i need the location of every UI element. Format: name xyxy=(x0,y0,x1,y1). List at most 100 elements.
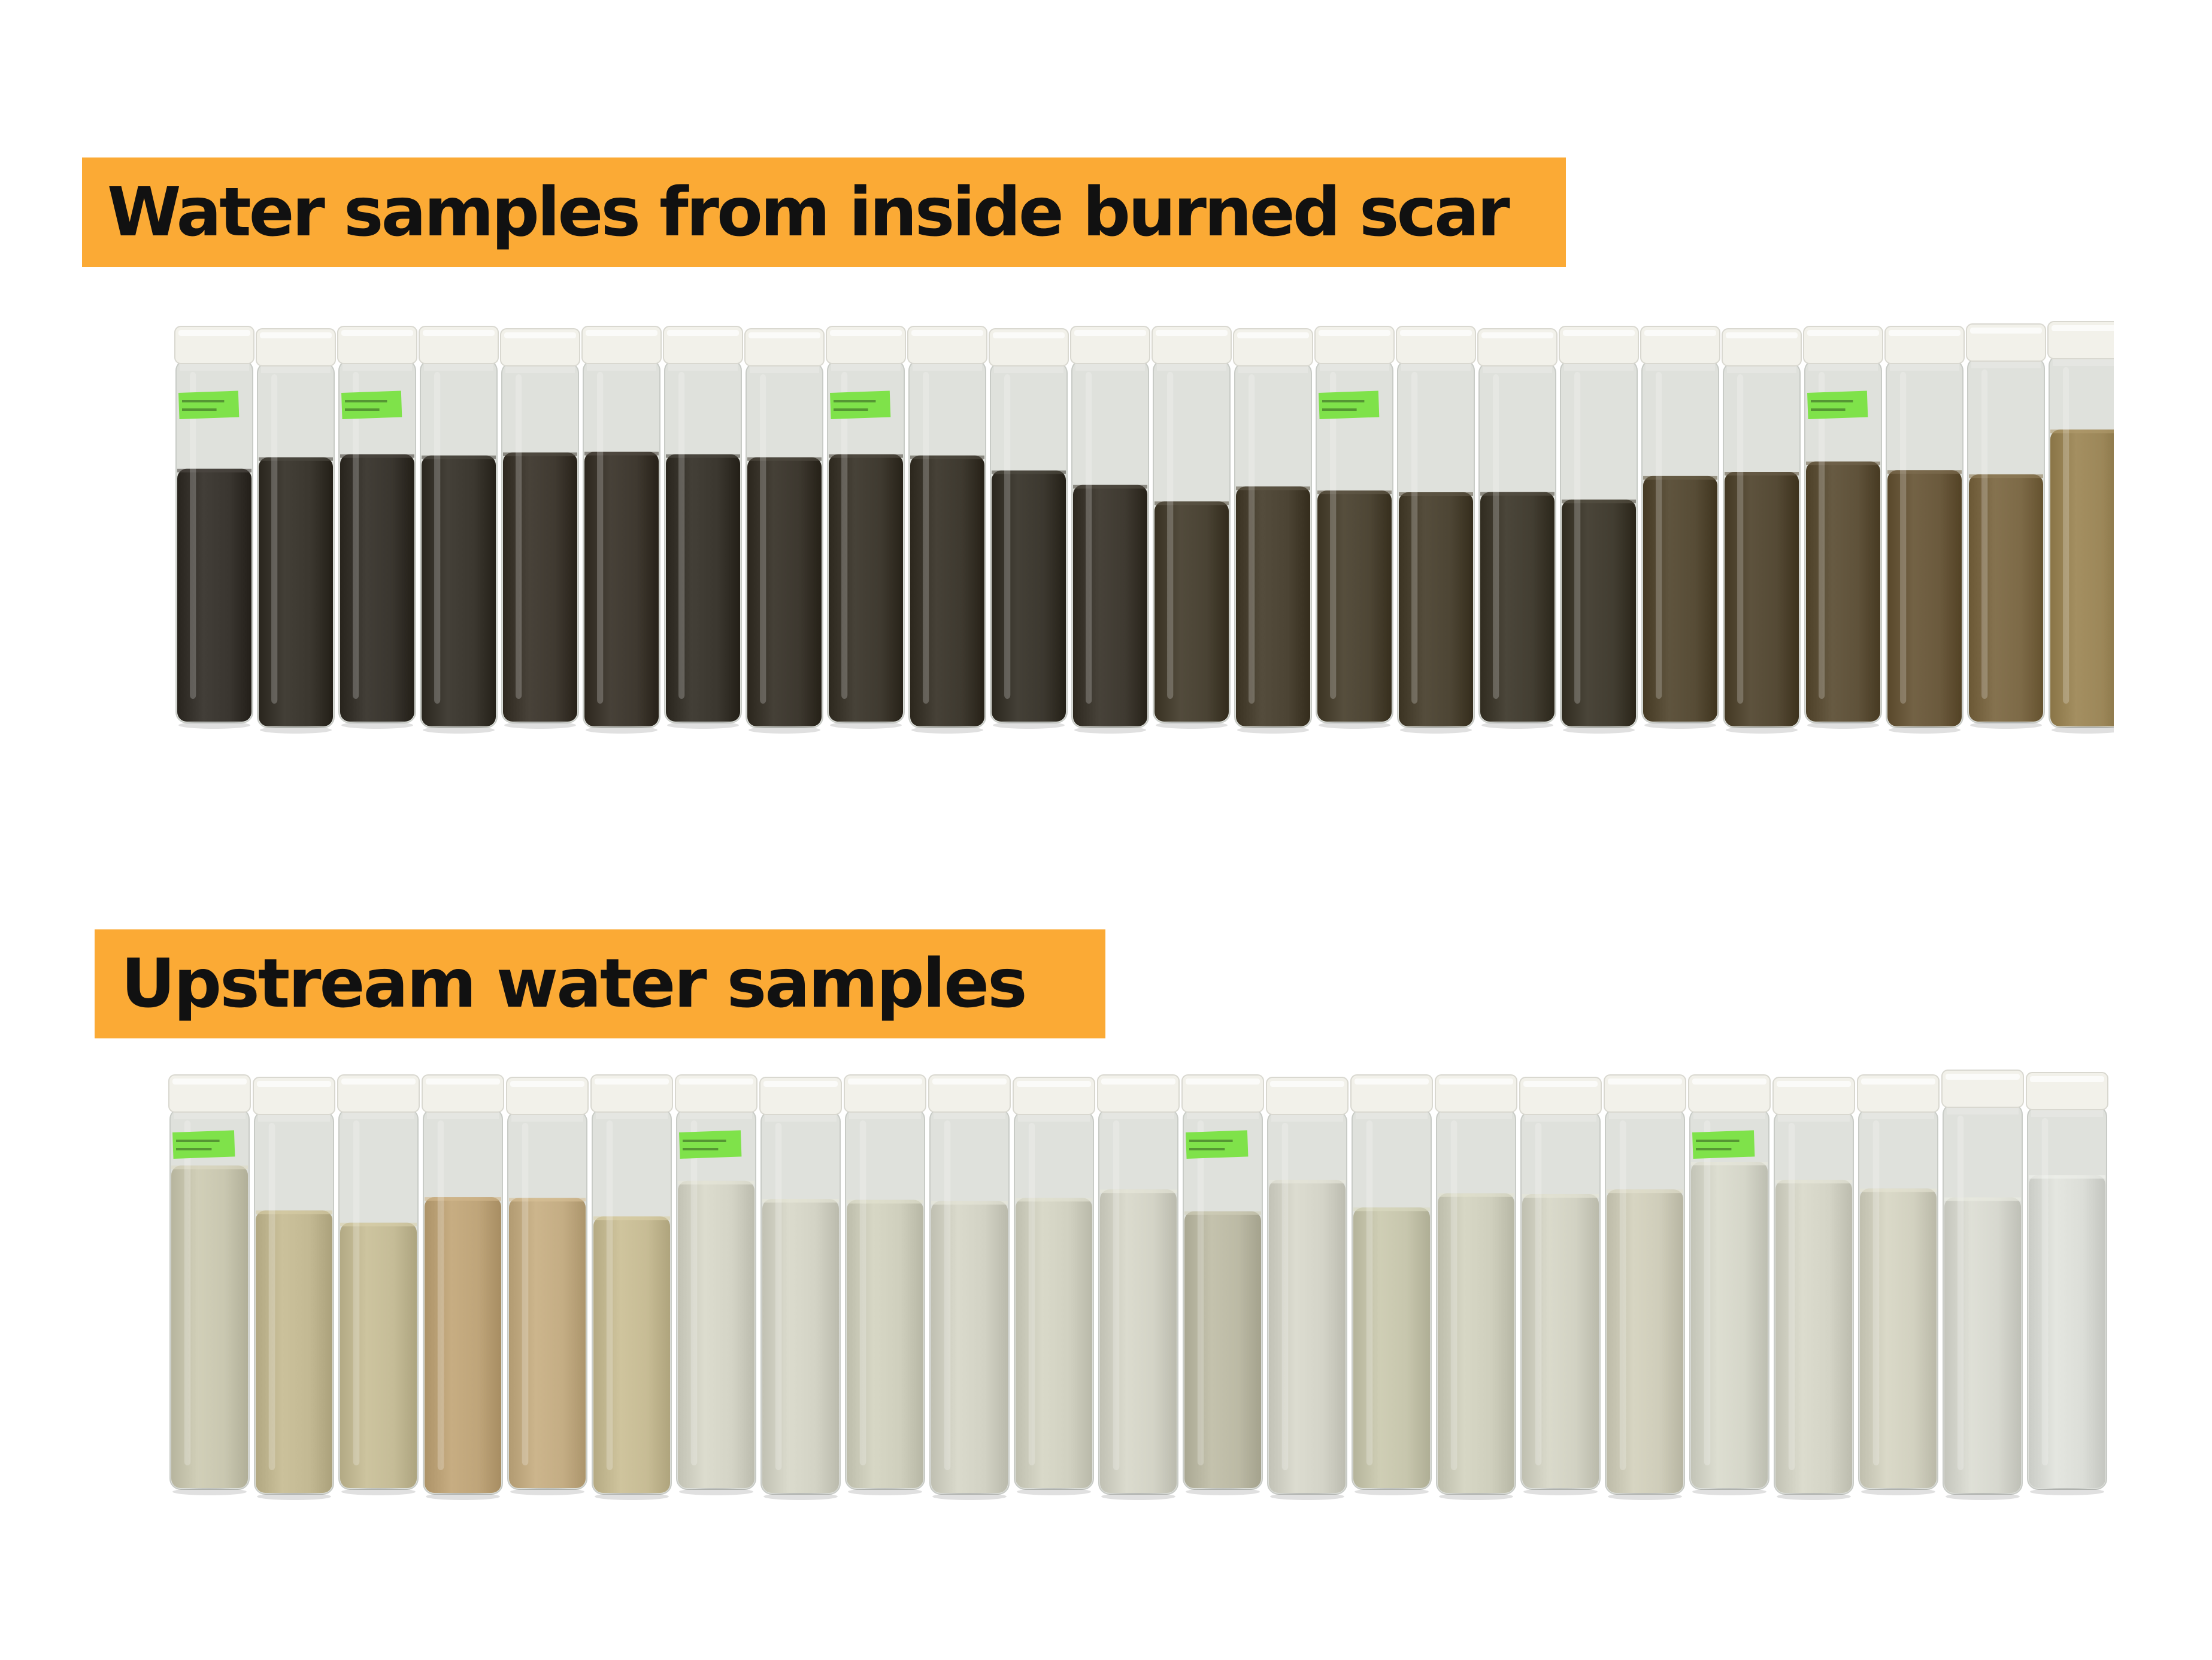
burned-bottle-shadow xyxy=(830,722,902,729)
upstream-bottle-meniscus xyxy=(1353,1207,1430,1211)
burned-bottle xyxy=(826,326,906,729)
burned-bottle-highlight xyxy=(434,372,441,704)
upstream-bottle xyxy=(1097,1074,1180,1500)
upstream-bottle-sticker xyxy=(1692,1130,1755,1159)
upstream-bottle-cap-shine xyxy=(1523,1081,1598,1087)
burned-bottle-shadow xyxy=(1481,722,1553,729)
burned-bottle-highlight xyxy=(1819,372,1825,699)
burned-bottle-shadow xyxy=(911,726,983,734)
upstream-bottle-highlight xyxy=(1619,1120,1626,1470)
upstream-bottles-photo xyxy=(168,1070,2108,1500)
upstream-bottle-liquid xyxy=(931,1201,1008,1493)
burned-bottle-meniscus xyxy=(1562,499,1636,504)
upstream-bottle-sticker-mark xyxy=(1696,1148,1732,1150)
burned-bottle-meniscus xyxy=(1887,470,1962,474)
upstream-bottle-meniscus xyxy=(847,1199,923,1204)
upstream-bottle-shadow xyxy=(1861,1488,1935,1495)
upstream-bottle xyxy=(759,1077,842,1500)
burned-bottle xyxy=(1803,326,1883,729)
burned-bottle-meniscus xyxy=(992,470,1066,474)
upstream-bottle xyxy=(1688,1074,1771,1495)
upstream-bottle-liquid xyxy=(1775,1180,1852,1493)
burned-bottle-meniscus xyxy=(910,455,984,459)
upstream-bottle-shadow xyxy=(1439,1493,1513,1500)
burned-bottle-liquid xyxy=(1317,490,1392,722)
upstream-bottle-meniscus xyxy=(762,1199,839,1203)
burned-bottle-meniscus xyxy=(1643,475,1717,480)
upstream-bottle-cap-shine xyxy=(257,1081,331,1087)
burned-bottle-liquid xyxy=(503,452,577,722)
upstream-bottle-sticker-mark xyxy=(1189,1140,1233,1142)
burned-bottle-liquid xyxy=(1480,492,1555,722)
burned-bottle-shadow xyxy=(260,726,332,734)
burned-bottle xyxy=(500,328,580,729)
upstream-bottle-shadow xyxy=(1270,1493,1344,1500)
burned-bottle-liquid xyxy=(422,455,496,726)
burned-bottle-highlight xyxy=(1004,374,1011,699)
burned-bottle-liquid xyxy=(1073,484,1147,726)
upstream-bottle-cap-shine xyxy=(1355,1079,1429,1085)
burned-bottle-sticker-mark xyxy=(182,400,225,402)
upstream-bottle-liquid xyxy=(1016,1198,1092,1488)
burned-bottle-highlight xyxy=(1493,374,1499,699)
upstream-bottle-shadow xyxy=(595,1493,669,1500)
burned-bottle-shadow xyxy=(504,722,576,729)
upstream-bottle-shadow xyxy=(510,1488,584,1495)
upstream-bottle-highlight xyxy=(1535,1123,1542,1465)
upstream-bottle-sticker-mark xyxy=(1189,1148,1225,1150)
upstream-bottle-sticker-mark xyxy=(683,1148,719,1150)
burned-bottle xyxy=(1559,326,1639,734)
upstream-bottle-shadow xyxy=(341,1488,416,1495)
upstream-bottle xyxy=(590,1074,673,1500)
burned-bottle-cap-shine xyxy=(341,330,413,336)
upstream-bottle xyxy=(506,1077,589,1495)
burned-bottle xyxy=(1396,326,1476,734)
upstream-bottle-sticker-mark xyxy=(176,1148,212,1150)
upstream-bottle-highlight xyxy=(775,1123,782,1470)
burned-bottle-meniscus xyxy=(177,468,251,472)
upstream-bottle-cap-shine xyxy=(932,1079,1007,1085)
burned-bottle-liquid xyxy=(340,454,414,722)
burned-bottle-meniscus xyxy=(503,452,577,456)
upstream-bottle-highlight xyxy=(2041,1118,2049,1465)
burned-bottle xyxy=(1152,326,1232,729)
upstream-bottle-highlight xyxy=(944,1120,951,1470)
burned-bottle-highlight xyxy=(1167,372,1174,699)
burned-bottle xyxy=(174,326,254,729)
upstream-bottle xyxy=(1435,1074,1517,1500)
upstream-bottle-highlight xyxy=(1788,1123,1795,1470)
upstream-bottle-cap-shine xyxy=(1861,1079,1935,1085)
burned-bottle xyxy=(581,326,662,734)
upstream-bottle-cap-shine xyxy=(1692,1079,1766,1085)
burned-bottle-sticker xyxy=(829,390,891,419)
burned-bottle-cap-shine xyxy=(2052,325,2114,331)
upstream-bottle-meniscus xyxy=(425,1197,501,1201)
upstream-bottle-shadow xyxy=(1608,1493,1682,1500)
upstream-bottle-meniscus xyxy=(1184,1211,1261,1215)
burned-bottle-sticker-mark xyxy=(834,408,868,411)
burned-bottle-shadow xyxy=(2052,726,2114,734)
burned-bottle-meniscus xyxy=(1806,461,1880,465)
burned-bottle-shadow xyxy=(341,722,413,729)
burned-bottle-meniscus xyxy=(1236,486,1310,490)
burned-bottle-meniscus xyxy=(1480,492,1555,496)
upstream-bottle-meniscus xyxy=(1691,1162,1768,1166)
upstream-bottle-liquid xyxy=(1184,1211,1261,1488)
burned-bottle-cap-shine xyxy=(423,330,495,336)
burned-bottle-cap-shine xyxy=(1481,332,1553,338)
upstream-bottle-highlight xyxy=(353,1120,360,1465)
upstream-bottle-liquid xyxy=(256,1210,332,1493)
burned-bottle-highlight xyxy=(1900,372,1907,704)
upstream-bottle xyxy=(844,1074,926,1495)
upstream-bottle-liquid xyxy=(847,1199,923,1488)
upstream-bottle-meniscus xyxy=(171,1165,248,1170)
upstream-bottle-meniscus xyxy=(1775,1180,1852,1184)
burned-bottle xyxy=(1966,323,2046,729)
burned-bottle-highlight xyxy=(1981,369,1988,699)
burned-bottle-cap-shine xyxy=(1319,330,1390,336)
burned-bottle-shadow xyxy=(178,722,250,729)
upstream-bottle-meniscus xyxy=(509,1198,586,1202)
burned-bottle-sticker-mark xyxy=(345,400,387,402)
burned-bottle-meniscus xyxy=(1399,492,1473,496)
burned-bottle-shadow xyxy=(1889,726,1961,734)
